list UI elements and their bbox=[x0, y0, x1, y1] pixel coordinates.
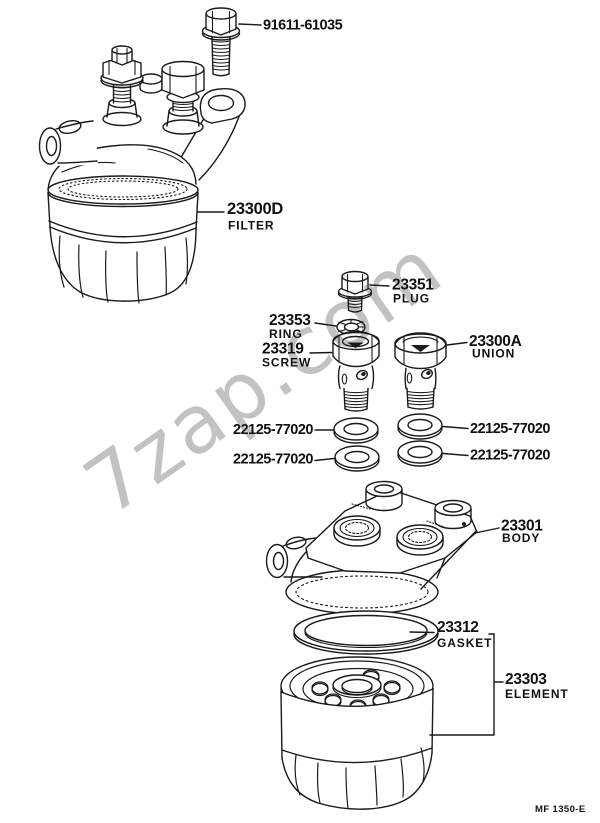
label-washer-rt-number[interactable]: 22125-77020 bbox=[470, 421, 551, 437]
label-ring-number[interactable]: 23353 bbox=[269, 312, 312, 329]
leader-mount-bolt bbox=[238, 23, 262, 26]
label-union-number[interactable]: 23300A bbox=[469, 333, 522, 350]
labels: 91611-61035 23300D FILTER 23351 PLUG 233… bbox=[227, 18, 586, 816]
label-ring-name: RING bbox=[269, 327, 303, 341]
label-plug-name: PLUG bbox=[393, 292, 430, 306]
label-mount-bolt-number[interactable]: 91611-61035 bbox=[263, 18, 343, 34]
label-plug-number[interactable]: 23351 bbox=[392, 277, 435, 294]
screw-drawing bbox=[332, 330, 380, 412]
leader-plug bbox=[369, 284, 390, 287]
leader-body bbox=[474, 527, 500, 534]
leader-screw bbox=[309, 351, 333, 354]
element-drawing bbox=[280, 656, 434, 810]
label-washer-lt-number[interactable]: 22125-77020 bbox=[233, 422, 314, 438]
washer-right-top-drawing bbox=[397, 413, 443, 440]
label-element-number[interactable]: 23303 bbox=[505, 671, 548, 688]
label-filter-name: FILTER bbox=[228, 219, 275, 233]
leader-ring bbox=[314, 322, 337, 327]
washer-right-bottom-drawing bbox=[397, 440, 443, 467]
filter-assembly-drawing bbox=[38, 45, 246, 304]
label-washer-lb-number[interactable]: 22125-77020 bbox=[233, 452, 314, 468]
label-screw-name: SCREW bbox=[262, 356, 311, 370]
label-washer-rb-number[interactable]: 22125-77020 bbox=[470, 448, 551, 464]
label-body-number[interactable]: 23301 bbox=[501, 518, 544, 535]
washer-left-top-drawing bbox=[333, 417, 379, 444]
mount-bolt-drawing bbox=[201, 7, 241, 77]
label-union-name: UNION bbox=[472, 347, 515, 361]
label-filter-number[interactable]: 23300D bbox=[227, 200, 284, 218]
footer-code: MF 1350-E bbox=[535, 804, 586, 815]
label-gasket-number[interactable]: 23312 bbox=[437, 619, 479, 636]
washer-left-bottom-drawing bbox=[334, 445, 380, 472]
label-screw-number[interactable]: 23319 bbox=[262, 341, 305, 358]
plug-drawing bbox=[337, 270, 373, 313]
ring-drawing bbox=[336, 318, 366, 336]
union-drawing bbox=[394, 332, 447, 410]
leader-union bbox=[446, 341, 468, 346]
body-drawing bbox=[265, 480, 478, 615]
label-element-name: ELEMENT bbox=[505, 687, 569, 701]
leader-gasket bbox=[409, 631, 435, 634]
gasket-drawing bbox=[293, 610, 439, 655]
leader-washer-rt bbox=[442, 425, 469, 430]
leader-washer-rb bbox=[442, 452, 469, 457]
label-body-name: BODY bbox=[502, 531, 540, 545]
leader-washer-lb bbox=[314, 457, 335, 462]
bracket-gasket-element bbox=[429, 633, 504, 736]
label-gasket-name: GASKET bbox=[437, 636, 492, 650]
